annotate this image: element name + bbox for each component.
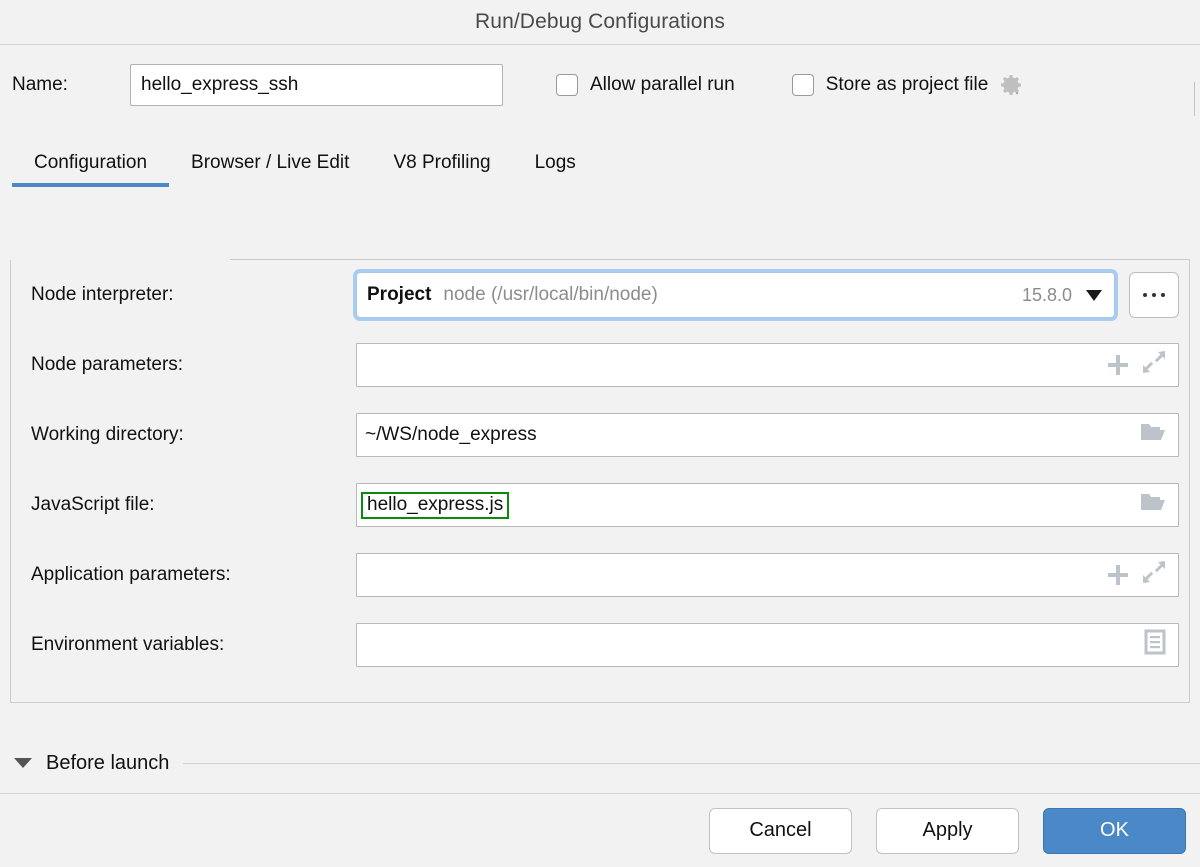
expand-icon[interactable] [1142, 560, 1166, 590]
application-parameters-label: Application parameters: [31, 564, 231, 585]
folder-icon[interactable] [1140, 491, 1166, 519]
working-directory-row: Working directory: ~/WS/node_express [11, 400, 1189, 470]
tab-browser-live-edit[interactable]: Browser / Live Edit [191, 152, 350, 173]
dialog-footer: Cancel Apply OK [0, 794, 1200, 867]
node-parameters-field[interactable] [356, 343, 1179, 387]
environment-variables-field[interactable] [356, 623, 1179, 667]
working-directory-value: ~/WS/node_express [365, 424, 537, 445]
apply-button[interactable]: Apply [876, 807, 1019, 854]
before-launch-separator [183, 762, 1200, 764]
application-parameters-icons [1108, 560, 1170, 590]
name-row: Name: Allow parallel run Store as projec… [0, 45, 1200, 125]
before-launch-label: Before launch [46, 751, 170, 774]
plus-icon[interactable] [1108, 355, 1128, 375]
node-interpreter-browse-button[interactable] [1129, 272, 1179, 318]
working-directory-field[interactable]: ~/WS/node_express [356, 413, 1179, 457]
working-directory-label: Working directory: [31, 424, 184, 445]
node-interpreter-row: Node interpreter: Project node (/usr/loc… [11, 260, 1189, 330]
javascript-file-icons [1140, 491, 1170, 519]
node-interpreter-path: node (/usr/local/bin/node) [443, 284, 658, 305]
ok-button[interactable]: OK [1043, 807, 1186, 854]
allow-parallel-run-checkbox-group[interactable]: Allow parallel run [556, 74, 735, 96]
allow-parallel-run-label: Allow parallel run [590, 74, 735, 95]
node-parameters-row: Node parameters: [11, 330, 1189, 400]
store-as-project-file-label: Store as project file [825, 74, 989, 95]
chevron-down-icon[interactable] [1086, 289, 1102, 301]
tab-configuration[interactable]: Configuration [12, 152, 170, 187]
node-interpreter-version: 15.8.0 [1021, 284, 1072, 305]
chevron-down-icon[interactable] [14, 758, 32, 768]
configuration-panel: Node interpreter: Project node (/usr/loc… [10, 260, 1190, 703]
footer-divider [0, 793, 1200, 794]
application-parameters-field[interactable] [356, 553, 1179, 597]
tab-bar-underline [230, 259, 1190, 260]
tab-v8-profiling[interactable]: V8 Profiling [393, 152, 491, 173]
name-label: Name: [12, 74, 68, 95]
javascript-file-value: hello_express.js [361, 491, 510, 519]
cancel-button[interactable]: Cancel [709, 807, 852, 854]
node-interpreter-combobox[interactable]: Project node (/usr/local/bin/node) 15.8.… [356, 272, 1115, 318]
javascript-file-row: JavaScript file: hello_express.js [11, 470, 1189, 540]
document-list-icon[interactable] [1144, 629, 1166, 661]
right-edge-clipped-control [1194, 82, 1200, 116]
node-interpreter-scope: Project [367, 284, 432, 305]
environment-variables-icons [1144, 629, 1170, 661]
name-input[interactable] [130, 64, 503, 106]
expand-icon[interactable] [1142, 350, 1166, 380]
ellipsis-dot-icon [1143, 293, 1147, 297]
working-directory-icons [1140, 421, 1170, 449]
before-launch-section[interactable]: Before launch [0, 740, 1200, 786]
node-parameters-icons [1108, 350, 1170, 380]
dialog-titlebar: Run/Debug Configurations [0, 0, 1200, 45]
javascript-file-label: JavaScript file: [31, 494, 155, 515]
node-interpreter-label: Node interpreter: [31, 284, 174, 305]
environment-variables-label: Environment variables: [31, 634, 225, 655]
plus-icon[interactable] [1108, 565, 1128, 585]
environment-variables-row: Environment variables: [11, 610, 1189, 680]
ellipsis-dot-icon [1161, 293, 1165, 297]
gear-icon[interactable] [998, 72, 1024, 98]
tab-bar: Configuration Browser / Live Edit V8 Pro… [0, 125, 1200, 187]
application-parameters-row: Application parameters: [11, 540, 1189, 610]
store-as-project-file-checkbox-group[interactable]: Store as project file [791, 72, 1025, 98]
javascript-file-field[interactable]: hello_express.js [356, 483, 1179, 527]
node-parameters-label: Node parameters: [31, 354, 184, 375]
folder-icon[interactable] [1140, 421, 1166, 449]
allow-parallel-run-checkbox[interactable] [556, 74, 578, 96]
store-as-project-file-checkbox[interactable] [791, 74, 814, 96]
tab-logs[interactable]: Logs [534, 152, 576, 173]
node-interpreter-control: Project node (/usr/local/bin/node) 15.8.… [356, 272, 1179, 318]
dialog-title: Run/Debug Configurations [475, 10, 725, 33]
ellipsis-dot-icon [1152, 293, 1156, 297]
